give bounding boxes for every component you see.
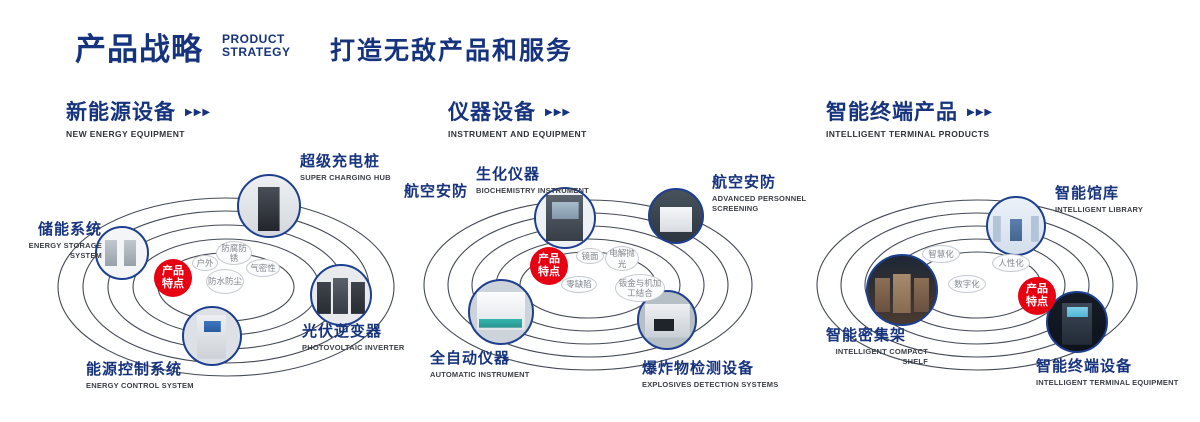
feature-bubble: 智慧化 [922, 245, 960, 263]
page-title-en: PRODUCT STRATEGY [222, 33, 290, 59]
node-label-compact-shelf: 智能密集架 INTELLIGENT COMPACT SHELF [826, 327, 928, 366]
triple-arrow-icon: ▶▶▶ [185, 107, 212, 118]
feature-bubble: 钣金与机加工结合 [615, 274, 665, 302]
node-label-explosives-detection: 爆炸物检测设备 EXPLOSIVES DETECTION SYSTEMS [642, 360, 779, 389]
personnel-screening-photo [648, 188, 704, 244]
product-features-badge: 产品特点 [154, 259, 192, 297]
triple-arrow-icon: ▶▶▶ [967, 107, 994, 118]
feature-bubble: 数字化 [948, 275, 986, 293]
automatic-instrument-photo [468, 279, 534, 345]
feature-bubble: 镜面 [576, 248, 604, 264]
node-label-intelligent-library: 智能馆库 INTELLIGENT LIBRARY [1055, 185, 1144, 214]
intelligent-library-photo [986, 196, 1046, 256]
super-charging-hub-photo [237, 174, 301, 238]
node-label-automatic-instrument: 全自动仪器 AUTOMATIC INSTRUMENT [430, 350, 530, 379]
section-head-terminals: 智能终端产品 ▶▶▶ INTELLIGENT TERMINAL PRODUCTS [826, 96, 993, 139]
page-title: 产品战略 [75, 32, 203, 67]
node-label-energy-storage: 储能系统 ENERGY STORAGE SYSTEM [28, 221, 102, 260]
triple-arrow-icon: ▶▶▶ [545, 107, 572, 118]
product-features-badge: 产品特点 [530, 247, 568, 285]
label-aviation-security: 航空安防 [404, 183, 469, 200]
feature-bubble: 人性化 [992, 254, 1030, 272]
compact-shelf-photo [866, 254, 938, 326]
node-label-terminal-equipment: 智能终端设备 INTELLIGENT TERMINAL EQUIPMENT [1036, 358, 1179, 387]
section-head-new-energy: 新能源设备 ▶▶▶ NEW ENERGY EQUIPMENT [66, 96, 211, 139]
tagline: 打造无敌产品和服务 [330, 37, 574, 65]
section-subtitle: NEW ENERGY EQUIPMENT [66, 129, 185, 139]
node-label-photovoltaic-inverter: 光伏逆变器 PHOTOVOLTAIC INVERTER [302, 323, 405, 352]
node-label-energy-control: 能源控制系统 ENERGY CONTROL SYSTEM [86, 361, 194, 390]
product-features-badge: 产品特点 [1018, 277, 1056, 315]
node-label-biochemistry: 生化仪器 BIOCHEMISTRY INSTRUMENT [476, 166, 589, 195]
biochemistry-instrument-photo [534, 187, 596, 249]
section-title: 仪器设备 [448, 101, 536, 124]
node-label-super-charging-hub: 超级充电桩 SUPER CHARGING HUB [300, 153, 391, 182]
feature-bubble: 防水防尘 [206, 269, 244, 294]
section-subtitle: INSTRUMENT AND EQUIPMENT [448, 129, 587, 139]
feature-bubble: 防腐防锈 [216, 241, 252, 265]
feature-bubble: 气密性 [246, 259, 280, 277]
section-title: 智能终端产品 [826, 101, 958, 124]
energy-storage-photo [95, 226, 149, 280]
feature-bubble: 户外 [192, 255, 218, 271]
section-head-instruments: 仪器设备 ▶▶▶ INSTRUMENT AND EQUIPMENT [448, 96, 587, 139]
feature-bubble: 零缺陷 [561, 276, 597, 293]
section-title: 新能源设备 [66, 101, 176, 124]
explosives-detection-photo [637, 290, 697, 350]
feature-bubble: 电解抛光 [605, 246, 639, 271]
section-subtitle: INTELLIGENT TERMINAL PRODUCTS [826, 129, 990, 139]
page-title-en-line2: STRATEGY [222, 44, 291, 59]
photovoltaic-inverter-photo [310, 264, 372, 326]
energy-control-photo [182, 306, 242, 366]
terminal-equipment-photo [1046, 291, 1108, 353]
node-label-personnel-screening: 航空安防 ADVANCED PERSONNEL SCREENING [712, 174, 807, 213]
page-title-en-line1: PRODUCT [222, 32, 285, 46]
